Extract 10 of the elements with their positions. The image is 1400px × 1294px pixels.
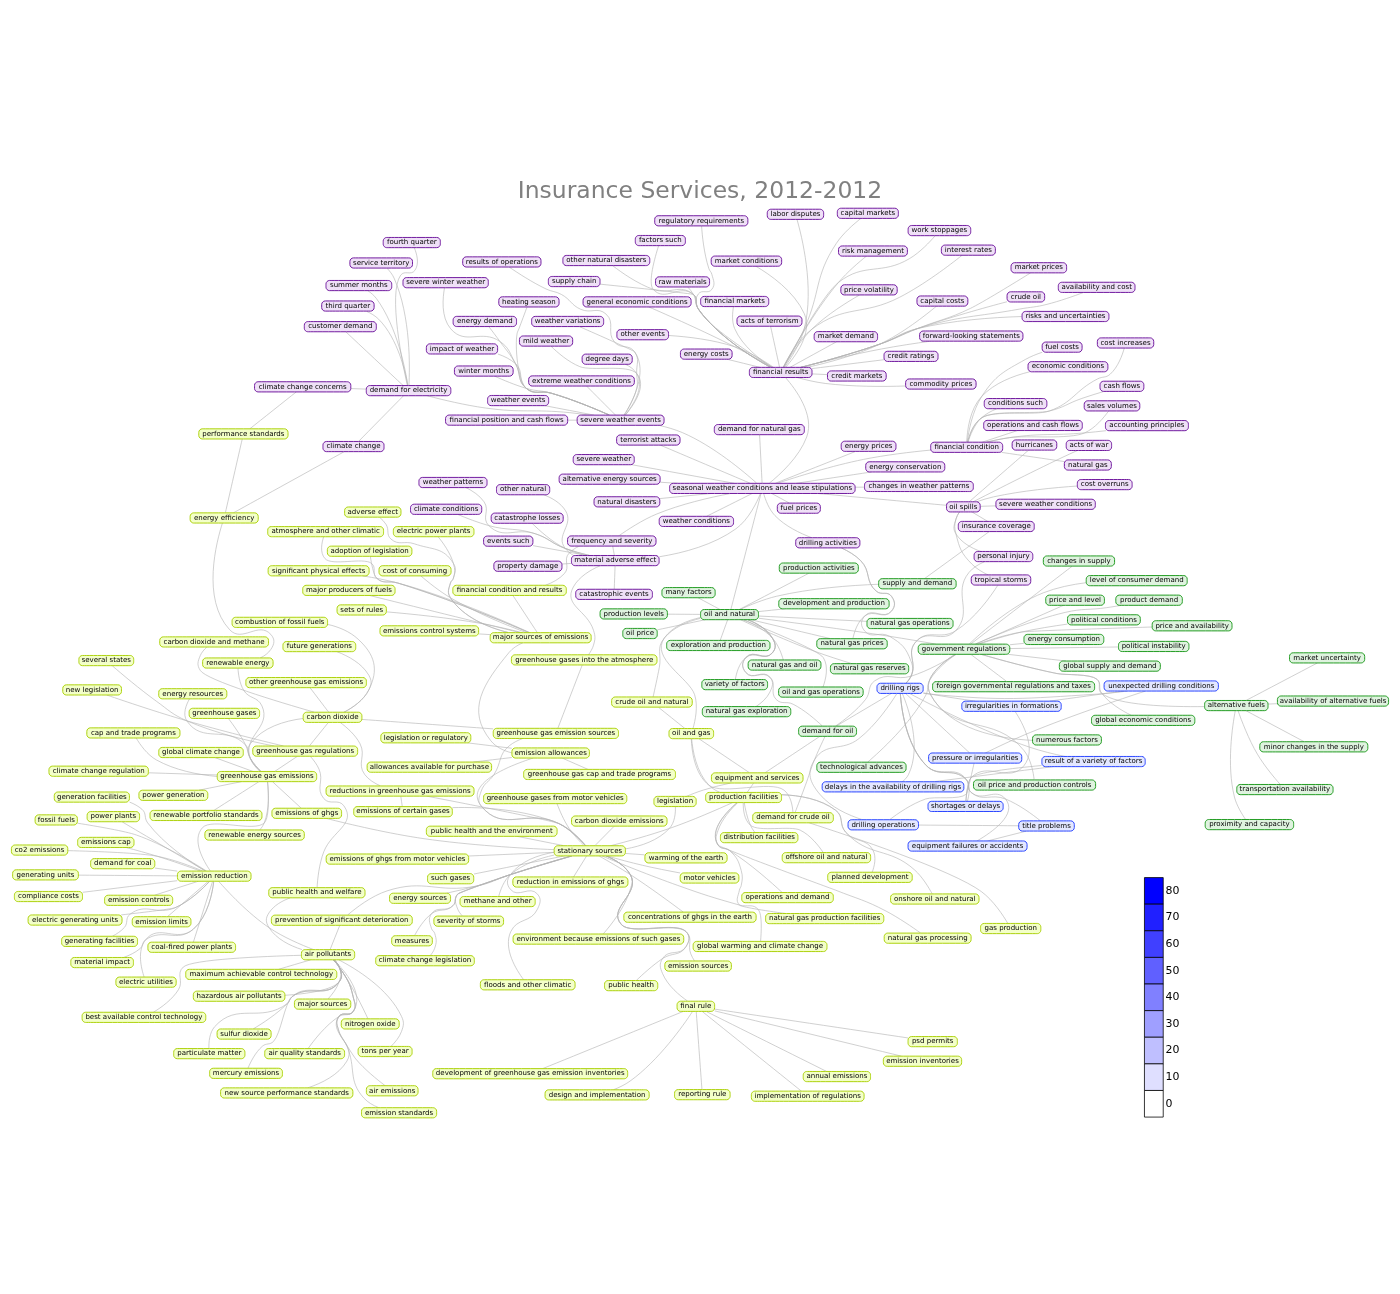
label: 50 bbox=[1165, 963, 1180, 977]
label: 0 bbox=[1165, 1096, 1173, 1110]
label: 70 bbox=[1165, 910, 1180, 924]
label: 80 bbox=[1165, 883, 1180, 897]
label: 60 bbox=[1165, 937, 1180, 950]
label: 20 bbox=[1165, 1043, 1180, 1057]
label: 40 bbox=[1165, 990, 1180, 1004]
label: 10 bbox=[1165, 1070, 1180, 1084]
diagram-title: Insurance Services, 2012-2012 bbox=[517, 176, 883, 205]
label: 30 bbox=[1165, 1016, 1180, 1030]
